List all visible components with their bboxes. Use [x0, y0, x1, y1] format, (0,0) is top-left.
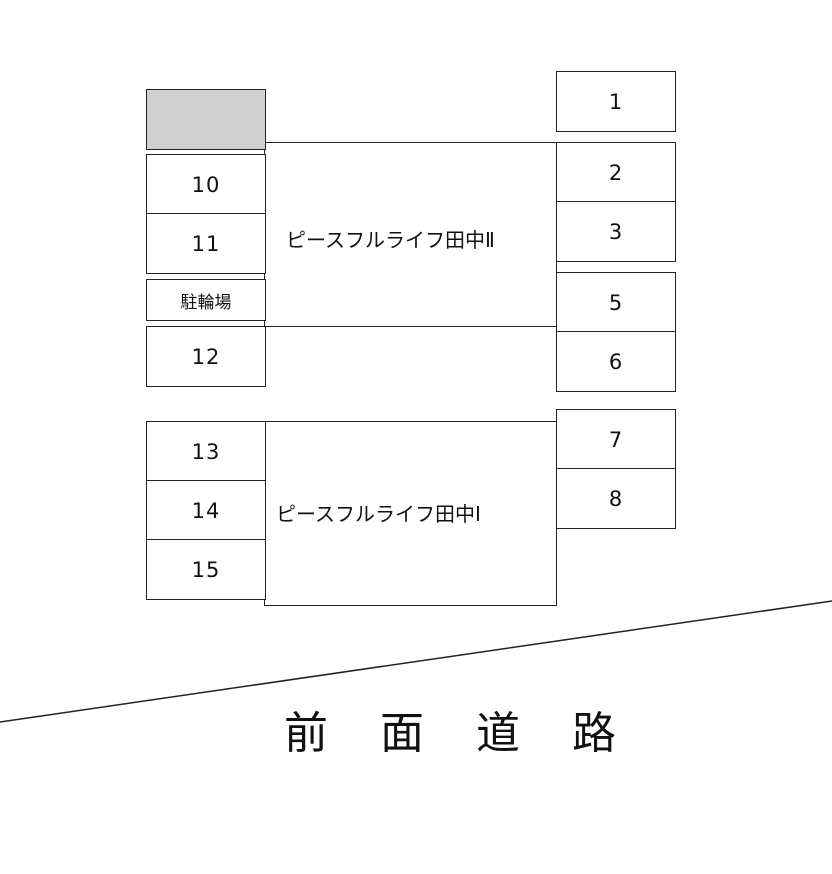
- building-tanaka-2-label: ピースフルライフ田中Ⅱ: [286, 228, 495, 252]
- parking-space-10: 10: [146, 154, 266, 215]
- parking-space-label: 10: [191, 172, 221, 197]
- parking-space-6: 6: [556, 331, 676, 392]
- parking-space-7: 7: [556, 409, 676, 470]
- parking-space-5: 5: [556, 272, 676, 333]
- parking-space-11: 11: [146, 213, 266, 274]
- parking-space-label: 13: [191, 439, 221, 464]
- parking-space-label: 12: [191, 344, 221, 369]
- road-label: 前面道路: [284, 708, 668, 759]
- parking-space-label: 8: [608, 486, 624, 511]
- parking-space-label: 5: [608, 290, 624, 315]
- parking-space-label: 1: [608, 89, 624, 114]
- building-tanaka-1-label: ピースフルライフ田中Ⅰ: [276, 502, 481, 526]
- parking-space-label: 11: [191, 231, 221, 256]
- reserved-space: [146, 89, 266, 150]
- parking-space-label: 3: [608, 219, 624, 244]
- parking-space-2: 2: [556, 142, 676, 203]
- parking-space-label: 7: [608, 427, 624, 452]
- parking-space-13: 13: [146, 421, 266, 482]
- parking-space-8: 8: [556, 468, 676, 529]
- parking-space-14: 14: [146, 480, 266, 541]
- bicycle-parking-label: 駐輪場: [180, 292, 232, 313]
- parking-space-3: 3: [556, 201, 676, 262]
- parking-space-12: 12: [146, 326, 266, 387]
- parking-space-15: 15: [146, 539, 266, 600]
- building-tanaka-1: [264, 421, 557, 606]
- parking-space-label: 2: [608, 160, 624, 185]
- parking-space-1: 1: [556, 71, 676, 132]
- parking-space-label: 6: [608, 349, 624, 374]
- parking-space-label: 15: [191, 557, 221, 582]
- parking-space-label: 14: [191, 498, 221, 523]
- bicycle-parking: 駐輪場: [146, 279, 266, 321]
